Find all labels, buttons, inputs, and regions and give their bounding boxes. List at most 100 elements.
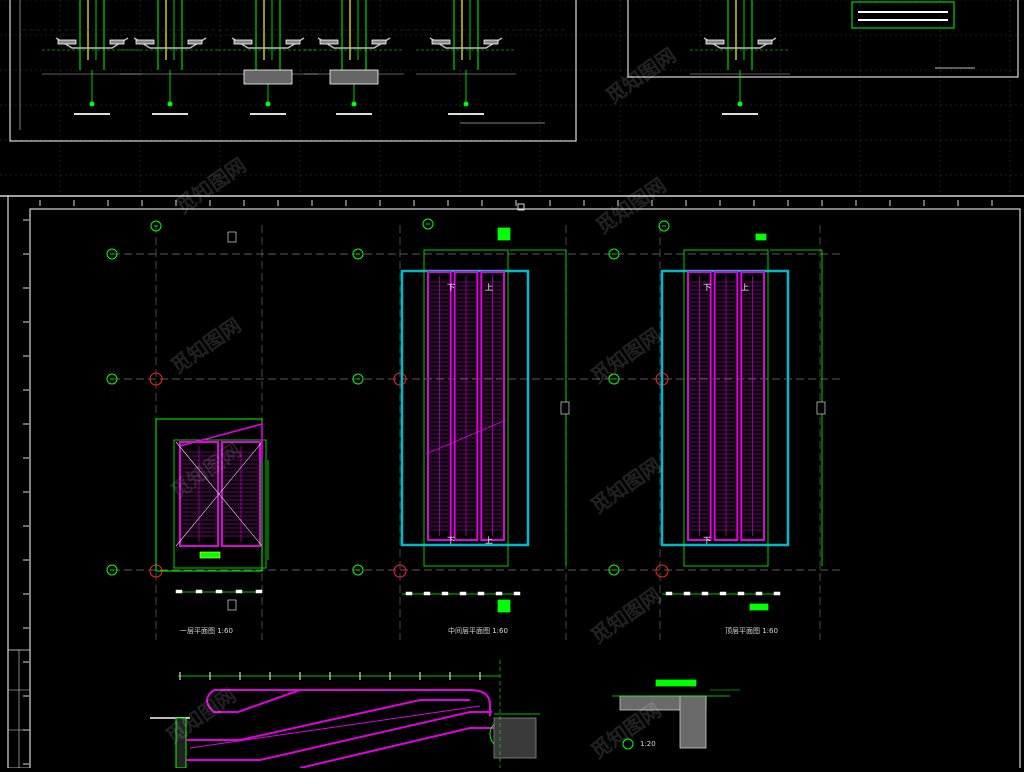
plan3-dim-mark <box>701 591 709 596</box>
direction-label-up: 上 <box>485 283 493 292</box>
section-dot <box>89 101 95 107</box>
plan2-outline <box>423 249 509 567</box>
plan3-dim-mark <box>773 591 781 596</box>
section-ledge <box>319 39 339 45</box>
direction-label-down: 下 <box>703 283 711 292</box>
landing-detail <box>612 679 740 750</box>
plan-top-floor <box>660 233 826 611</box>
axis-bubble <box>608 373 620 385</box>
section-ledge <box>757 39 773 45</box>
section-ledge <box>371 39 387 45</box>
title-block-table <box>851 1 955 29</box>
section-ledge <box>109 39 125 45</box>
plan3-dim-mark <box>737 591 745 596</box>
top-left-sheet <box>9 0 577 142</box>
main-sheet <box>0 195 1024 772</box>
plan2-dim-mark <box>513 591 521 596</box>
plan-title-top-floor: 顶层平面图 1:60 <box>725 627 778 635</box>
plan1-dim-mark <box>255 589 263 594</box>
plan2-dim-mark <box>423 591 431 596</box>
axis-bubble <box>608 564 620 576</box>
escalator-lane <box>453 271 479 541</box>
elevation-handrail-loop <box>206 689 301 713</box>
plan2-tag <box>497 599 511 613</box>
plan3-tag <box>755 233 767 241</box>
escalator-lane <box>740 271 765 541</box>
axis-bubble <box>106 248 118 260</box>
section-ledge <box>187 39 203 45</box>
section-base <box>243 69 293 85</box>
direction-label-down: 下 <box>447 536 455 545</box>
plan2-dim-mark <box>459 591 467 596</box>
plan1-dim-mark <box>235 589 243 594</box>
section-ledge <box>233 39 253 45</box>
escalator-lane <box>687 271 712 541</box>
axis-bubble <box>106 373 118 385</box>
section-dot <box>463 101 469 107</box>
plan2-dim-mark <box>441 591 449 596</box>
direction-label-up: 上 <box>485 536 493 545</box>
plan2-dim-mark <box>495 591 503 596</box>
escalator-lane <box>221 441 261 547</box>
section-dot <box>737 101 743 107</box>
plan3-dim-label <box>816 401 826 415</box>
detail-column <box>679 695 707 749</box>
top-right-sheet <box>627 0 1019 115</box>
plan-title-first-floor: 一层平面图 1:60 <box>180 627 233 635</box>
axis-bubble <box>608 248 620 260</box>
sheet-frame-top-left <box>9 0 577 142</box>
elevation-truss-lower <box>299 727 500 769</box>
elevation-steps <box>189 705 481 749</box>
sheet-frame-top-right <box>627 0 1019 78</box>
plan3-tag <box>749 603 769 611</box>
sheet-border-ticks <box>23 200 993 765</box>
elevation-section-right <box>690 0 790 115</box>
escalator-elevation <box>150 660 540 769</box>
plan3-dim-mark <box>683 591 691 596</box>
section-dot <box>265 101 271 107</box>
axis-bubble <box>422 218 434 230</box>
plan1-dim-mark <box>175 589 183 594</box>
plan3-dim-mark <box>755 591 763 596</box>
north-arrow <box>227 231 237 243</box>
escalator-lane <box>480 271 506 541</box>
axis-bubble <box>658 220 670 232</box>
elevation-truss-bottom <box>186 711 492 761</box>
plan1-dim-mark <box>195 589 203 594</box>
plan2-dim-label <box>560 401 570 415</box>
elevation-handrail-top <box>214 689 491 716</box>
section-dot <box>351 101 357 107</box>
plan2-tag <box>497 227 511 241</box>
column-marker <box>149 372 163 386</box>
plan1-stair-break <box>179 422 263 460</box>
plan1-tag <box>199 551 221 559</box>
escalator-lane <box>713 271 739 541</box>
section-ledge <box>285 39 301 45</box>
column-marker <box>393 372 407 386</box>
border-marker <box>517 203 525 211</box>
plan2-break-line <box>425 419 507 455</box>
elevation-landing <box>493 717 537 759</box>
plan-title-middle-floor: 中间层平面图 1:60 <box>448 627 508 635</box>
plan3-dim-mark <box>719 591 727 596</box>
column-marker <box>393 564 407 578</box>
section-ledge <box>57 39 77 45</box>
plan2-dim-mark <box>405 591 413 596</box>
elevation-truss-top <box>186 699 470 741</box>
axis-bubble <box>352 248 364 260</box>
column-marker <box>655 564 669 578</box>
direction-label-down: 下 <box>703 536 711 545</box>
axis-bubble <box>150 220 162 232</box>
section-base <box>329 69 379 85</box>
sheet-frame-main-inner <box>29 208 1021 772</box>
plan2-dim-mark <box>477 591 485 596</box>
axis-bubble <box>106 564 118 576</box>
section-ledge <box>705 39 725 45</box>
escalator-lane <box>179 441 219 547</box>
elevation-sections <box>22 0 565 124</box>
plan1-pit-outline <box>173 439 267 569</box>
plan3-dim-mark <box>665 591 673 596</box>
